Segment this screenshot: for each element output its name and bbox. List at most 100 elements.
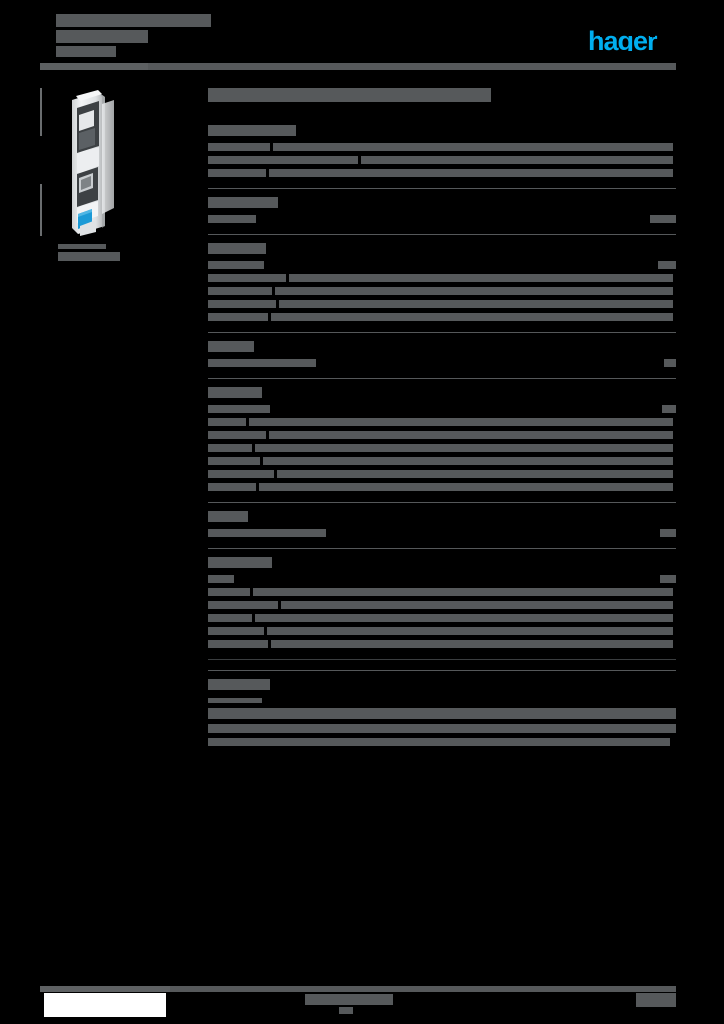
spec-row-leader [275,287,673,295]
spec-section-heading [208,557,272,568]
spec-row-label [208,444,252,452]
spec-row [208,575,676,588]
spec-row-leader [259,483,673,491]
spec-row [208,483,676,496]
spec-row-value [662,405,676,413]
footer-center-text [305,994,393,1014]
header-title-line-1 [56,14,211,27]
spec-row [208,601,676,614]
spec-row-leader [269,169,673,177]
spec-row-label [208,300,276,308]
footer-page-number [339,1007,353,1014]
spec-section-heading [208,243,266,254]
product-caption [58,244,120,261]
spec-row [208,640,676,653]
spec-row-label [208,640,268,648]
spec-row [208,418,676,431]
spec-row-value [658,261,676,269]
closing-paragraph [208,698,676,746]
spec-row-leader [269,431,673,439]
spec-row-label [208,614,252,622]
spec-row-label [208,274,286,282]
spec-row-label [208,627,264,635]
spec-row-leader [273,405,659,413]
spec-row [208,614,676,627]
spec-row-label [208,418,246,426]
page-footer [40,986,676,1018]
header-title-block [56,14,211,57]
spec-row-label [208,313,268,321]
closing-paragraph-line [208,698,262,703]
spec-row [208,529,676,542]
spec-section-heading [208,125,296,136]
spec-row-label [208,169,266,177]
spec-row-label [208,470,274,478]
specification-sections [208,125,676,660]
spec-row [208,588,676,601]
spec-section-heading [208,511,248,522]
spec-row-label [208,483,256,491]
spec-section [208,557,676,660]
spec-section [208,341,676,379]
spec-row-leader [267,261,655,269]
spec-section [208,511,676,549]
spec-row-leader [281,601,673,609]
spec-row [208,143,676,156]
spec-row [208,261,676,274]
spec-row-value [664,359,676,367]
spec-row-leader [289,274,673,282]
spec-row-label [208,287,272,295]
spec-section [208,197,676,235]
spec-row-label [208,601,278,609]
spec-row [208,274,676,287]
spec-section [208,243,676,333]
spec-row-value [650,215,676,223]
spec-section [208,387,676,503]
spec-row [208,169,676,182]
spec-section-divider [208,332,676,333]
spec-row-leader [255,444,673,452]
spec-row-leader [273,143,673,151]
page-title [208,88,491,102]
product-caption-line-2 [58,252,120,261]
spec-section [208,125,676,189]
closing-paragraph-line [208,708,676,719]
spec-row-leader [259,215,647,223]
closing-heading [208,679,270,690]
spec-section-heading [208,387,262,398]
spec-row-leader [277,470,673,478]
spec-row [208,627,676,640]
spec-row [208,470,676,483]
footer-right-text [636,993,676,1007]
spec-row-leader [329,529,657,537]
page-header: hager [56,14,678,70]
spec-row-label [208,457,260,465]
spec-row [208,444,676,457]
spec-section-divider [208,234,676,235]
header-divider-accent [40,63,148,70]
closing-block [208,670,676,746]
spec-row-leader [319,359,661,367]
spec-row-leader [271,313,673,321]
closing-divider [208,670,676,671]
spec-section-divider [208,188,676,189]
spec-row-label [208,215,256,223]
footer-logo-placeholder [44,993,166,1017]
spec-row-label [208,143,270,151]
closing-paragraph-line [208,724,676,733]
hager-logo: hager [588,28,678,56]
spec-row-leader [279,300,673,308]
product-photo [72,90,114,236]
spec-row-label [208,156,358,164]
spec-row-leader [249,418,673,426]
dimension-bracket [40,88,54,236]
spec-section-divider [208,378,676,379]
spec-row-label [208,575,234,583]
spec-row [208,431,676,444]
header-reference-code [56,46,116,57]
footer-divider-rule [40,986,676,992]
spec-row-leader [271,640,673,648]
spec-row-leader [263,457,673,465]
spec-row-leader [267,627,673,635]
spec-section-divider [208,548,676,549]
